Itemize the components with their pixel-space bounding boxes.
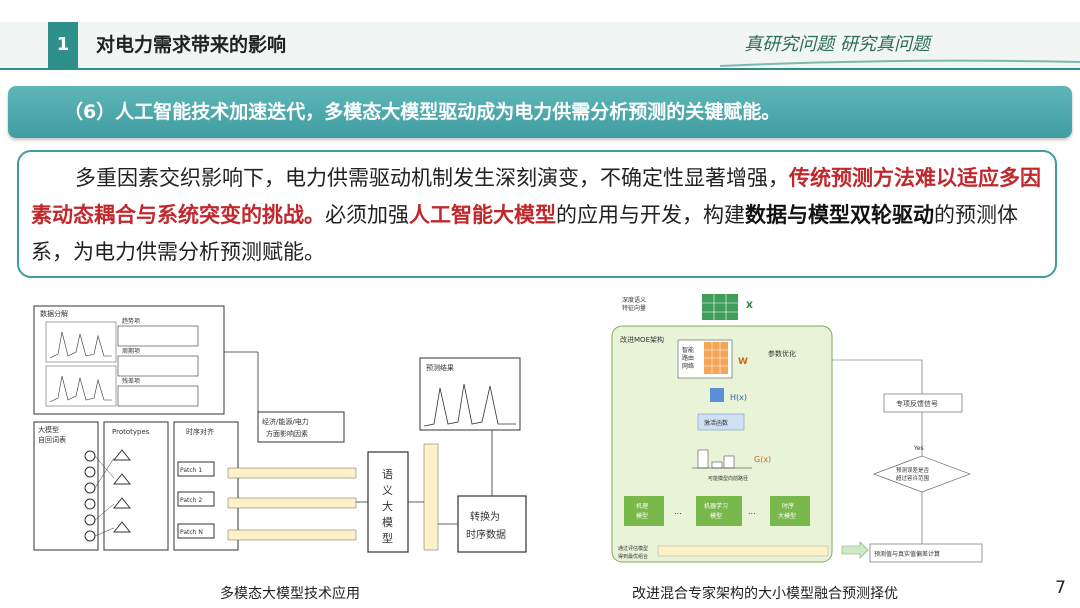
body-paragraph: 多重因素交织影响下，电力供需驱动机制发生深刻演变，不确定性显著增强，传统预测方法… (31, 160, 1045, 271)
label-gating-2: 路由 (682, 354, 694, 362)
page-number: 7 (1055, 578, 1066, 598)
label-param-opt: 参数优化 (768, 349, 796, 358)
label-compare: 预测值与真实值偏差计算 (874, 550, 940, 558)
label-patch-align: 时序对齐 (186, 427, 214, 436)
slogan: 真研究问题 研究真问题 (744, 34, 930, 55)
label-decision-2: 超过容许范围 (896, 474, 930, 482)
label-decision-1: 预测误差是否 (896, 466, 930, 474)
slogan-swoosh (720, 59, 1080, 67)
label-select: 可能模型向前路径 (708, 475, 748, 482)
label-residual: 残差项 (122, 377, 140, 385)
decomposed-series: 趋势项 周期项 残差项 (45, 317, 199, 407)
label-gx: G(x) (754, 455, 771, 464)
flow-arrows (224, 351, 493, 525)
label-m3-1: 时序 (782, 502, 794, 510)
label-factors: 经济/能源/电力 (262, 417, 309, 426)
content-box: 多重因素交织影响下，电力供需驱动机制发生深刻演变，不确定性显著增强，传统预测方法… (17, 150, 1057, 278)
label-hx: H(x) (730, 393, 747, 402)
right-flow-arrows (832, 359, 923, 559)
para-text-2: 必须加强 (325, 203, 409, 227)
label-gating-3: 网络 (682, 362, 694, 370)
label-convert-1: 转换为 (470, 510, 500, 523)
label-llm-tokens: 大模型 (38, 425, 59, 434)
label-dots-2: ... (748, 507, 756, 516)
label-deep-semantic-2: 特征向量 (622, 304, 646, 312)
multimodal-model-diagram: 数据分解 趋势项 周期项 残差项 大模型 自回词表 Prototypes 时序对… (22, 292, 540, 574)
para-text-1: 多重因素交织影响下，电力供需驱动机制发生深刻演变，不确定性显著增强， (75, 166, 789, 190)
header-divider (0, 68, 1080, 70)
label-factors-2: 方面影响因素 (266, 429, 308, 438)
expert-models: 机理 模型 机器学习 模型 时序 大模型 ... ... (624, 496, 810, 526)
label-m1-2: 模型 (636, 512, 648, 520)
label-trend: 趋势项 (122, 317, 140, 325)
label-data-decompose: 数据分解 (40, 309, 68, 318)
label-semantic-1: 语 (382, 468, 393, 481)
para-bold: 数据与模型双轮驱动 (745, 203, 934, 227)
label-m2-2: 模型 (710, 512, 722, 520)
label-m2-1: 机器学习 (704, 502, 728, 510)
para-text-3: 的应用与开发，构建 (556, 203, 745, 227)
label-select-best-1: 通过评估模型 (618, 545, 648, 552)
label-w: W (738, 357, 748, 367)
label-m3-2: 大模型 (778, 512, 796, 520)
input-matrix (702, 294, 738, 320)
embedding-rows (227, 467, 357, 541)
label-semantic-3: 大 (382, 499, 393, 513)
label-prototypes: Prototypes (112, 428, 150, 436)
label-moe: 改进MOE架构 (620, 335, 664, 344)
section-number: 1 (48, 22, 78, 68)
label-select-best-2: 得到最优组合 (618, 553, 648, 560)
label-x: X (746, 301, 753, 311)
patch-boxes: Patch 1 Patch 2 Patch N (177, 461, 215, 539)
label-activation: 激活函数 (704, 419, 728, 427)
label-gating-1: 智能 (682, 346, 694, 354)
caption-left: 多模态大模型技术应用 (220, 586, 360, 602)
label-semantic-2: 义 (382, 484, 393, 497)
forecast-curve (423, 383, 516, 427)
label-m1-1: 机理 (636, 502, 648, 510)
label-semantic-5: 型 (382, 531, 393, 545)
section-title: 对电力需求带来的影响 (96, 34, 287, 56)
gx-bars (692, 449, 752, 469)
label-yes: Yes (913, 445, 924, 452)
label-patch-2: Patch 2 (180, 497, 202, 504)
label-convert-2: 时序数据 (466, 528, 506, 541)
banner-text: （6）人工智能技术加速迭代，多模态大模型驱动成为电力供需分析预测的关键赋能。 (64, 101, 781, 123)
label-llm-tokens-2: 自回词表 (38, 435, 66, 444)
weight-matrix (704, 342, 728, 374)
label-period: 周期项 (122, 347, 140, 355)
moe-architecture-diagram: 深度语义 特征向量 X 改进MOE架构 智能 路由 网络 W 参数优化 H(x)… (598, 290, 1006, 576)
label-semantic-4: 模 (382, 516, 393, 529)
para-highlight-2: 人工智能大模型 (409, 203, 556, 227)
caption-right: 改进混合专家架构的大小模型融合预测择优 (632, 586, 898, 602)
label-patch-1: Patch 1 (180, 467, 202, 474)
para-highlight-1: 传统预测方法难以适应多因素动态耦合与系统突变的挑战。 (31, 166, 1041, 227)
label-forecast: 预测结果 (426, 363, 454, 372)
label-deep-semantic-1: 深度语义 (622, 296, 646, 304)
para-text-4: 的预测体系，为电力供需分析预测赋能。 (31, 203, 1018, 264)
key-point-banner: （6）人工智能技术加速迭代，多模态大模型驱动成为电力供需分析预测的关键赋能。 (8, 86, 1072, 138)
label-patch-n: Patch N (180, 529, 203, 536)
label-dots-1: ... (674, 507, 682, 516)
label-feedback: 专项反馈信号 (896, 399, 938, 408)
prototype-nodes (94, 449, 132, 537)
